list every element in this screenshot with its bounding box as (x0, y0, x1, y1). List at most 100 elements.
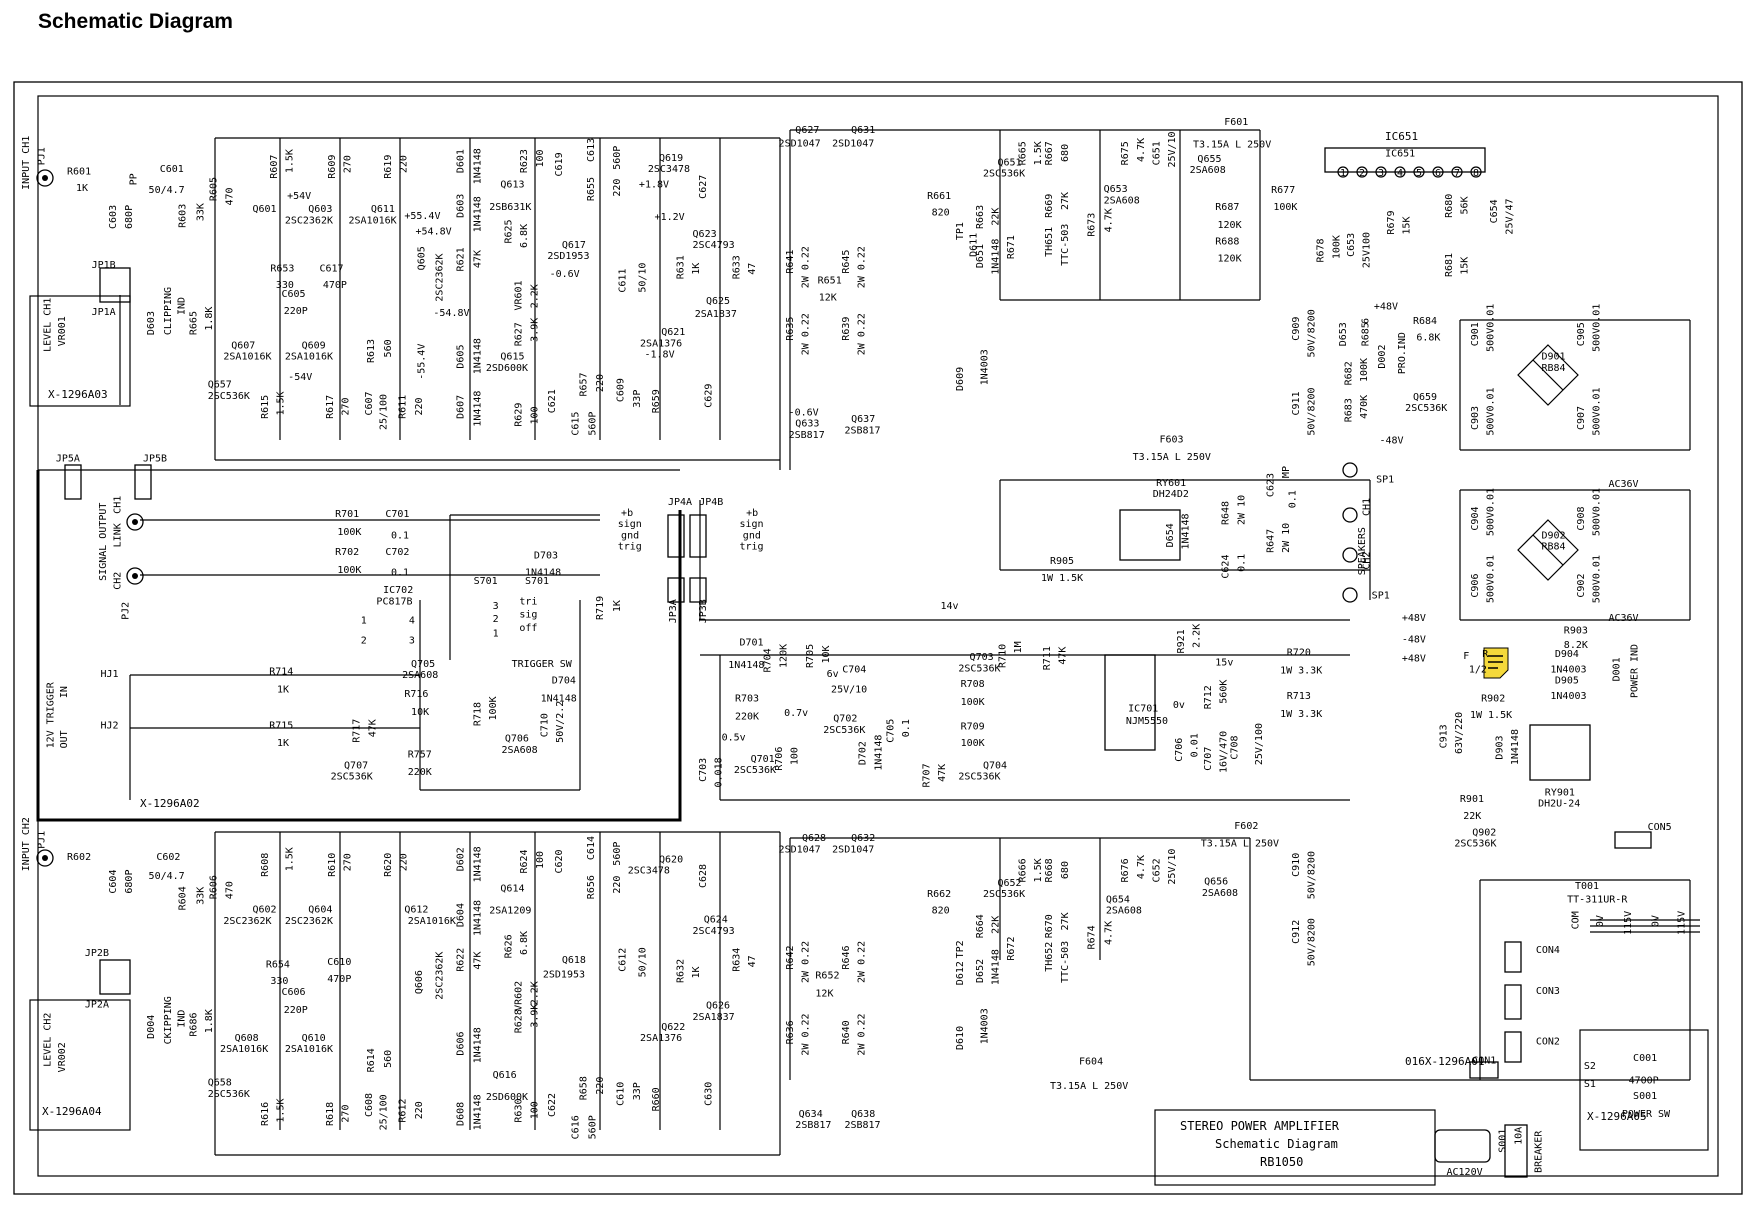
connector-jp1b (99, 267, 131, 303)
component-label: R710 (997, 644, 1008, 668)
component-label: 3.9K (529, 318, 540, 342)
ic651-pin-2: 2 (1359, 168, 1365, 179)
component-label: 33K (195, 203, 206, 221)
component-label: Q626 (706, 1001, 730, 1012)
component-label: D601 (456, 149, 467, 173)
component-label: R620 (383, 853, 394, 877)
component-label: JP4B (699, 497, 723, 508)
component-label: 0v (1173, 700, 1185, 711)
component-label: C912 (1291, 920, 1302, 944)
component-label: 15K (1460, 257, 1471, 275)
component-label: 2W 0.22 (801, 313, 812, 355)
component-label: D702 (858, 741, 869, 765)
component-label: R623 (519, 149, 530, 173)
ry601-relay (1119, 509, 1181, 561)
component-label: 1K (612, 600, 623, 612)
component-label: 0.1 (391, 530, 409, 541)
component-label: 2W 0.22 (857, 313, 868, 355)
component-label: 330 (270, 976, 288, 987)
note-marker-icon (1483, 647, 1509, 679)
component-label: S001 (1498, 1129, 1509, 1153)
component-label: sign (739, 519, 763, 530)
component-label: R679 (1386, 210, 1397, 234)
component-label: HJ2 (101, 720, 119, 731)
component-label: 1N4148 (541, 693, 577, 704)
component-label: T001 (1575, 881, 1599, 892)
component-label: 500V0.01 (1592, 555, 1603, 603)
component-label: F601 (1224, 117, 1248, 128)
component-label: R601 (67, 166, 91, 177)
component-label: 1.8K (204, 307, 215, 331)
component-label: R670 (1044, 914, 1055, 938)
component-label: R652 (815, 970, 839, 981)
component-label: R614 (366, 1048, 377, 1072)
component-label: INPUT CH2 (21, 817, 32, 871)
component-label: TRIGGER SW (512, 659, 573, 670)
component-label: 2SC2362K (434, 952, 445, 1000)
component-label: 470P (327, 974, 351, 985)
component-label: C620 (554, 849, 565, 873)
component-label: 680P (124, 205, 135, 229)
component-label: 500V0.01 (1592, 488, 1603, 536)
component-label: R669 (1044, 194, 1055, 218)
component-label: 0.1 (1236, 554, 1247, 572)
component-label: POWER SW (1622, 1109, 1671, 1120)
component-label: gnd (743, 530, 761, 541)
component-label: 100K (337, 565, 361, 576)
component-label: 115V (1676, 911, 1687, 935)
component-label: 50V/8200 (1307, 851, 1318, 899)
component-label: R665 (189, 311, 200, 335)
component-label: D607 (456, 395, 467, 419)
component-label: R634 (731, 948, 742, 972)
component-label: 50/10 (638, 263, 649, 293)
component-label: 470 (224, 187, 235, 205)
component-label: S701 (474, 576, 498, 587)
component-label: R663 (975, 205, 986, 229)
component-label: 27K (1060, 192, 1071, 210)
component-label: R628 (514, 1009, 525, 1033)
component-label: OUT (59, 730, 70, 748)
component-label: 1N4148 (525, 567, 561, 578)
component-label: C623 (1265, 473, 1276, 497)
component-label: AC120V (1447, 1167, 1483, 1178)
component-label: -54.8V (433, 308, 469, 319)
component-label: 1.5K (285, 847, 296, 871)
component-label: Q601 (252, 204, 276, 215)
component-label: 12K (815, 988, 833, 999)
component-label: D905 (1555, 676, 1579, 687)
component-label: 1N4148 (1180, 513, 1191, 549)
component-label: R709 (961, 721, 985, 732)
ic651-pin-6: 6 (1435, 168, 1441, 179)
component-label: 1N4148 (873, 735, 884, 771)
component-label: 0.1 (1288, 490, 1299, 508)
component-label: Q707 (344, 760, 368, 771)
component-label: CLIPPING (163, 287, 174, 335)
component-label: R651 (818, 276, 842, 287)
component-label: 2SA1016K (349, 215, 397, 226)
component-label: R612 (397, 1098, 408, 1122)
component-label: 100K (1273, 202, 1297, 213)
component-label: 12V TRIGGER (46, 681, 57, 748)
component-label: 25V/10 (831, 685, 867, 696)
component-label: R668 (1044, 858, 1055, 882)
component-label: R678 (1316, 238, 1327, 262)
component-label: +48V (1402, 613, 1426, 624)
component-label: 2 (361, 635, 367, 646)
component-label: C910 (1291, 853, 1302, 877)
component-label: 470K (1359, 395, 1370, 419)
component-label: Q618 (562, 955, 586, 966)
component-label: R632 (676, 959, 687, 983)
component-label: 2.2K (529, 284, 540, 308)
component-label: R627 (514, 322, 525, 346)
component-label: 1W 3.3K (1280, 666, 1322, 677)
component-label: INPUT CH1 (21, 136, 32, 190)
component-label: HJ1 (101, 669, 119, 680)
component-label: Q613 (500, 180, 524, 191)
component-label: Q653 (1104, 184, 1128, 195)
component-label: 0.1 (901, 719, 912, 737)
component-label: C614 (586, 836, 597, 860)
component-label: R640 (841, 1020, 852, 1044)
component-label: R681 (1444, 253, 1455, 277)
component-label: Q614 (500, 883, 524, 894)
